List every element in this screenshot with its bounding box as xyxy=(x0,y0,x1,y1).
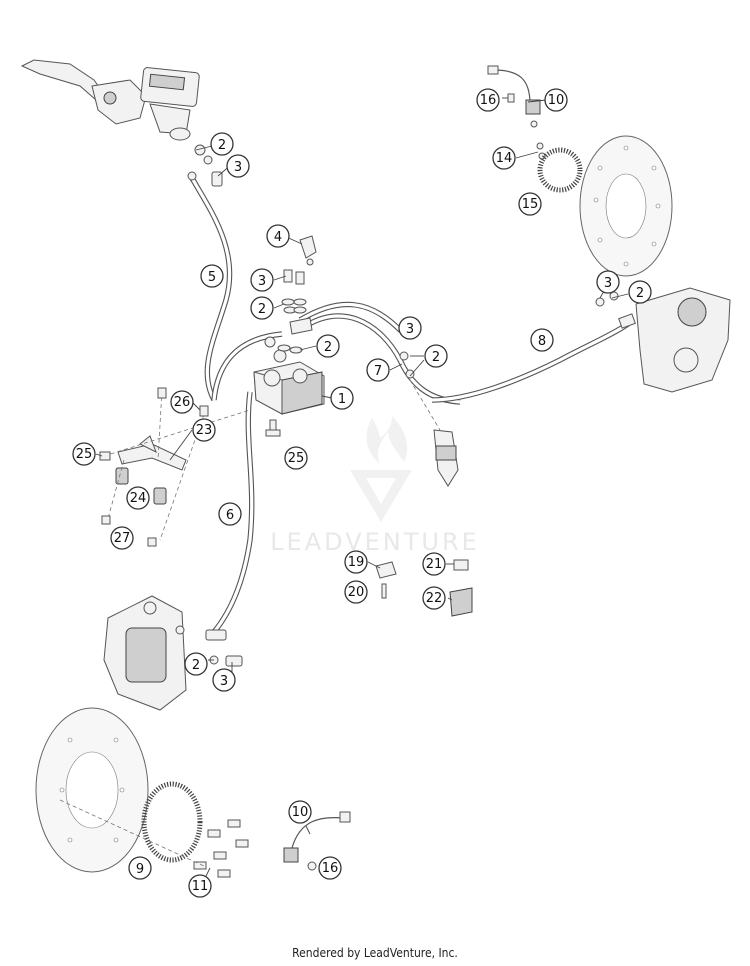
callout-16: 16 xyxy=(318,856,342,880)
svg-text:21: 21 xyxy=(426,557,443,572)
svg-text:3: 3 xyxy=(234,160,242,175)
callout-8: 8 xyxy=(530,328,554,352)
abs-small-parts xyxy=(277,235,317,354)
abs-bolt xyxy=(265,419,281,437)
callout-20: 20 xyxy=(344,580,368,604)
brake-line-junction xyxy=(399,323,459,487)
svg-text:10: 10 xyxy=(548,93,565,108)
callout-2: 2 xyxy=(250,296,274,320)
svg-text:26: 26 xyxy=(174,395,191,410)
callout-25: 25 xyxy=(72,442,96,466)
svg-text:25: 25 xyxy=(288,451,305,466)
svg-text:2: 2 xyxy=(636,286,644,301)
svg-text:10: 10 xyxy=(292,805,309,820)
svg-text:15: 15 xyxy=(522,197,539,212)
watermark-logo xyxy=(350,416,412,522)
svg-text:2: 2 xyxy=(324,340,332,355)
callout-9: 9 xyxy=(128,856,152,880)
front-disc-bolts xyxy=(59,799,249,878)
front-brake-caliper xyxy=(103,595,243,711)
front-abs-tone-ring xyxy=(141,781,203,863)
svg-text:16: 16 xyxy=(480,93,497,108)
callout-2: 2 xyxy=(184,652,208,676)
callout-2: 2 xyxy=(628,280,652,304)
callout-10: 10 xyxy=(288,800,312,824)
callout-11: 11 xyxy=(188,874,212,898)
svg-text:20: 20 xyxy=(348,585,365,600)
callout-3: 3 xyxy=(250,268,274,292)
svg-text:27: 27 xyxy=(114,531,131,546)
watermark-text: LEADVENTURE xyxy=(270,528,480,556)
callout-23: 23 xyxy=(192,418,216,442)
svg-text:2: 2 xyxy=(218,138,226,153)
svg-text:7: 7 xyxy=(374,364,382,379)
svg-text:4: 4 xyxy=(274,230,282,245)
callout-21: 21 xyxy=(422,552,446,576)
callout-3: 3 xyxy=(398,316,422,340)
rear-brake-caliper xyxy=(595,287,731,393)
svg-text:3: 3 xyxy=(604,276,612,291)
callout-6: 6 xyxy=(218,502,242,526)
svg-text:25: 25 xyxy=(76,447,93,462)
svg-text:3: 3 xyxy=(220,674,228,689)
front-brake-disc xyxy=(35,707,149,873)
front-wheel-speed-sensor xyxy=(283,811,351,871)
svg-text:2: 2 xyxy=(258,302,266,317)
callout-3: 3 xyxy=(212,668,236,692)
abs-hydraulic-unit xyxy=(253,336,325,415)
svg-text:14: 14 xyxy=(496,151,513,166)
svg-text:2: 2 xyxy=(432,350,440,365)
callout-26: 26 xyxy=(170,390,194,414)
callout-4: 4 xyxy=(266,224,290,248)
rear-abs-tone-ring xyxy=(537,147,583,193)
callout-24: 24 xyxy=(126,486,150,510)
callout-2: 2 xyxy=(424,344,448,368)
svg-text:5: 5 xyxy=(208,270,216,285)
callout-7: 7 xyxy=(366,358,390,382)
callout-19: 19 xyxy=(344,550,368,574)
svg-text:6: 6 xyxy=(226,508,234,523)
svg-text:8: 8 xyxy=(538,334,546,349)
svg-text:3: 3 xyxy=(258,274,266,289)
footer-credit: Rendered by LeadVenture, Inc. xyxy=(292,946,458,960)
svg-text:2: 2 xyxy=(192,658,200,673)
svg-text:19: 19 xyxy=(348,555,365,570)
rear-brake-disc xyxy=(579,135,673,277)
callout-22: 22 xyxy=(422,586,446,610)
callout-3: 3 xyxy=(226,154,250,178)
callout-15: 15 xyxy=(518,192,542,216)
callout-1: 1 xyxy=(330,386,354,410)
svg-text:16: 16 xyxy=(322,861,339,876)
callout-10: 10 xyxy=(544,88,568,112)
abs-mounting-bracket xyxy=(99,387,251,547)
callout-2: 2 xyxy=(210,132,234,156)
callout-1-label: 1 xyxy=(338,392,346,407)
brake-pads-and-pins xyxy=(375,559,473,617)
callout-25: 25 xyxy=(284,446,308,470)
rear-wheel-speed-sensor xyxy=(487,65,546,160)
callout-3: 3 xyxy=(596,270,620,294)
front-master-cylinder xyxy=(20,59,200,141)
brake-hoses xyxy=(189,176,630,634)
svg-text:24: 24 xyxy=(130,491,147,506)
callout-16: 16 xyxy=(476,88,500,112)
callout-14: 14 xyxy=(492,146,516,170)
svg-text:9: 9 xyxy=(136,862,144,877)
svg-text:3: 3 xyxy=(406,322,414,337)
banjo-fittings-top xyxy=(187,144,223,187)
callout-27: 27 xyxy=(110,526,134,550)
callout-2: 2 xyxy=(316,334,340,358)
svg-text:11: 11 xyxy=(192,879,209,894)
svg-text:22: 22 xyxy=(426,591,443,606)
svg-text:23: 23 xyxy=(196,423,213,438)
callout-5: 5 xyxy=(200,264,224,288)
leader-lines xyxy=(95,97,629,877)
